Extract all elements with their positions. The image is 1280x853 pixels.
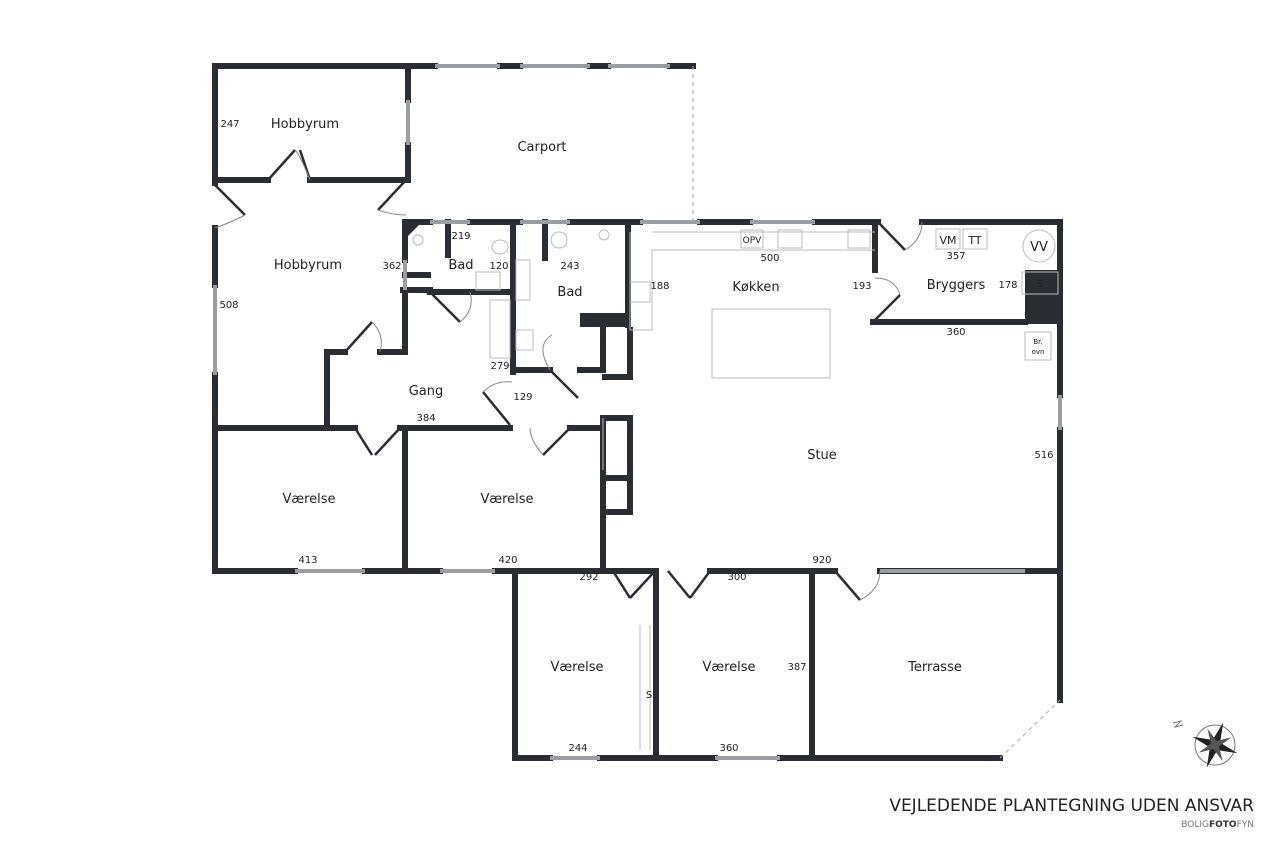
fixture-label-s: S <box>646 690 652 701</box>
dimension-label: 244 <box>568 743 587 754</box>
dimension-label: 219 <box>451 231 470 242</box>
dimension-label: 413 <box>298 555 317 566</box>
windows <box>213 64 1062 760</box>
room-label-vaerelse: Værelse <box>550 660 603 675</box>
dimension-label: 292 <box>579 572 598 583</box>
toilet-icon <box>550 231 568 249</box>
dimension-label: 362 <box>382 261 401 272</box>
freezer-icon <box>847 229 871 249</box>
room-label-carport: Carport <box>517 140 566 155</box>
room-label-bad: Bad <box>448 258 473 273</box>
room-label-bad: Bad <box>557 285 582 300</box>
shower-icon <box>412 234 424 246</box>
dimension-label: 279 <box>490 361 509 372</box>
room-label-vaerelse: Værelse <box>282 492 335 507</box>
dimension-label: 247 <box>220 119 239 130</box>
dimension-label: 120 <box>489 261 508 272</box>
fixture-label-vm: VM <box>939 234 956 247</box>
doors <box>214 149 923 601</box>
shower-icon <box>598 229 610 241</box>
kitchen-island <box>711 308 831 379</box>
sink-icon <box>777 229 803 249</box>
plan-disclaimer-title: VEJLEDENDE PLANTEGNING UDEN ANSVAR <box>889 796 1254 816</box>
walls <box>212 63 1063 761</box>
dimension-label: 193 <box>852 281 871 292</box>
room-label-hobbyrum: Hobbyrum <box>274 258 342 273</box>
dimension-label: 357 <box>946 251 965 262</box>
bath-fixtures <box>475 259 534 359</box>
fixture-label-opv: OPV <box>743 236 763 246</box>
toilet-icon <box>491 239 509 255</box>
brand-part: FOTO <box>1209 820 1237 830</box>
dimension-label: 516 <box>1034 450 1053 461</box>
fixture-label-br-ovn: ovn <box>1032 348 1045 356</box>
washing-machine-icon <box>935 228 961 250</box>
fixture-label-vv: VV <box>1030 240 1048 255</box>
room-label-vaerelse: Værelse <box>702 660 755 675</box>
brand-logo: BOLIGFOTOFYN <box>1181 820 1254 830</box>
brand-part: FYN <box>1237 820 1254 830</box>
dimension-label: 360 <box>946 327 965 338</box>
water-heater-icon <box>1022 229 1056 263</box>
dimension-label: 178 <box>998 280 1017 291</box>
dimension-label: 243 <box>560 261 579 272</box>
fixture-label-s: S <box>1037 279 1043 290</box>
dimension-label: 360 <box>719 743 738 754</box>
dimension-label: 500 <box>760 253 779 264</box>
fixture-label-tt: TT <box>967 234 982 247</box>
closet-icon <box>1021 271 1059 295</box>
room-label-kokken: Køkken <box>732 280 779 295</box>
room-label-terrasse: Terrasse <box>907 660 962 675</box>
room-label-bryggers: Bryggers <box>927 278 986 293</box>
dimension-label: 420 <box>498 555 517 566</box>
dryer-icon <box>962 228 988 250</box>
dimension-labels: 247 508 362 219 120 243 279 129 188 500 … <box>219 119 1053 754</box>
kitchen-fixtures <box>412 228 1059 750</box>
stove-oven-icon <box>1024 331 1052 361</box>
room-label-hobbyrum: Hobbyrum <box>271 117 339 132</box>
room-label-stue: Stue <box>807 448 837 463</box>
brand-part: BOLIG <box>1181 820 1209 830</box>
dimension-label: 188 <box>650 281 669 292</box>
dimension-label: 387 <box>787 662 806 673</box>
closet-lines <box>602 418 651 750</box>
dimension-label: 384 <box>416 413 435 424</box>
room-label-vaerelse: Værelse <box>480 492 533 507</box>
oven-icon <box>740 229 764 249</box>
compass-icon <box>1172 720 1238 768</box>
dimension-label: 508 <box>219 300 238 311</box>
carport-terrace-outline <box>692 66 1061 759</box>
dimension-label: 300 <box>727 572 746 583</box>
dimension-label: 920 <box>812 555 831 566</box>
fixture-label-br-ovn: Br. <box>1033 338 1042 346</box>
dimension-label: 129 <box>513 392 532 403</box>
stove-icon <box>629 281 651 303</box>
room-label-gang: Gang <box>409 384 444 399</box>
